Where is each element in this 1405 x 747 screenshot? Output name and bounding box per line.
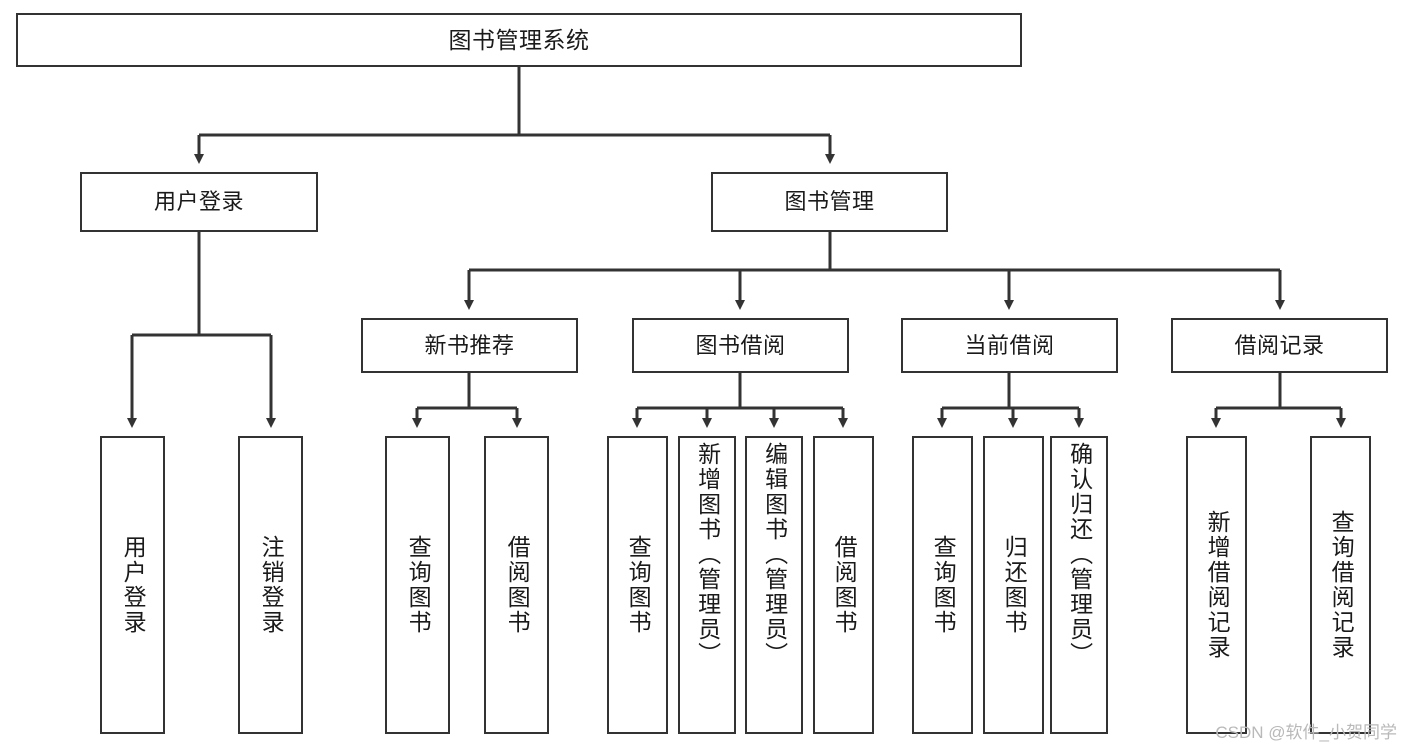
leaf-borrow-book-recommend[interactable]: 借阅图书	[484, 436, 549, 734]
node-book-borrow[interactable]: 图书借阅	[632, 318, 849, 373]
leaf-add-book-admin[interactable]: 新增图书（管理员）	[678, 436, 736, 734]
node-new-book-recommend-label: 新书推荐	[424, 332, 515, 358]
leaf-query-book-borrow[interactable]: 查询图书	[607, 436, 668, 734]
leaf-return-book-label: 归还图书	[1001, 535, 1028, 635]
node-book-management[interactable]: 图书管理	[711, 172, 948, 232]
node-current-borrow-label: 当前借阅	[964, 332, 1055, 358]
leaf-query-book-recommend-label: 查询图书	[405, 535, 432, 635]
leaf-confirm-return-admin-label: 确认归还（管理员）	[1066, 442, 1093, 667]
leaf-return-book[interactable]: 归还图书	[983, 436, 1044, 734]
node-user-login-label: 用户登录	[153, 189, 244, 215]
leaf-edit-book-admin-label: 编辑图书（管理员）	[761, 442, 788, 667]
leaf-confirm-return-admin[interactable]: 确认归还（管理员）	[1050, 436, 1108, 734]
leaf-query-book-recommend[interactable]: 查询图书	[385, 436, 450, 734]
node-user-login[interactable]: 用户登录	[80, 172, 318, 232]
node-root-label: 图书管理系统	[448, 26, 590, 53]
node-root[interactable]: 图书管理系统	[16, 13, 1022, 67]
leaf-logout[interactable]: 注销登录	[238, 436, 303, 734]
leaf-add-borrow-record-label: 新增借阅记录	[1204, 510, 1231, 660]
leaf-query-book-current[interactable]: 查询图书	[912, 436, 973, 734]
leaf-user-login[interactable]: 用户登录	[100, 436, 165, 734]
leaf-add-borrow-record[interactable]: 新增借阅记录	[1186, 436, 1247, 734]
leaf-borrow-book-label: 借阅图书	[831, 535, 858, 635]
leaf-borrow-book[interactable]: 借阅图书	[813, 436, 874, 734]
csdn-watermark: CSDN @软件_小贺同学	[1215, 723, 1397, 742]
leaf-user-login-label: 用户登录	[120, 535, 147, 635]
leaf-query-book-borrow-label: 查询图书	[625, 535, 652, 635]
node-book-borrow-label: 图书借阅	[695, 332, 786, 358]
node-borrow-record[interactable]: 借阅记录	[1171, 318, 1388, 373]
node-book-management-label: 图书管理	[784, 189, 875, 215]
node-current-borrow[interactable]: 当前借阅	[901, 318, 1118, 373]
leaf-edit-book-admin[interactable]: 编辑图书（管理员）	[745, 436, 803, 734]
node-borrow-record-label: 借阅记录	[1234, 332, 1325, 358]
leaf-query-book-current-label: 查询图书	[930, 535, 957, 635]
node-new-book-recommend[interactable]: 新书推荐	[361, 318, 578, 373]
leaf-query-borrow-record-label: 查询借阅记录	[1328, 510, 1355, 660]
leaf-borrow-book-recommend-label: 借阅图书	[504, 535, 531, 635]
leaf-logout-label: 注销登录	[258, 535, 285, 635]
leaf-query-borrow-record[interactable]: 查询借阅记录	[1310, 436, 1371, 734]
leaf-add-book-admin-label: 新增图书（管理员）	[694, 442, 721, 667]
